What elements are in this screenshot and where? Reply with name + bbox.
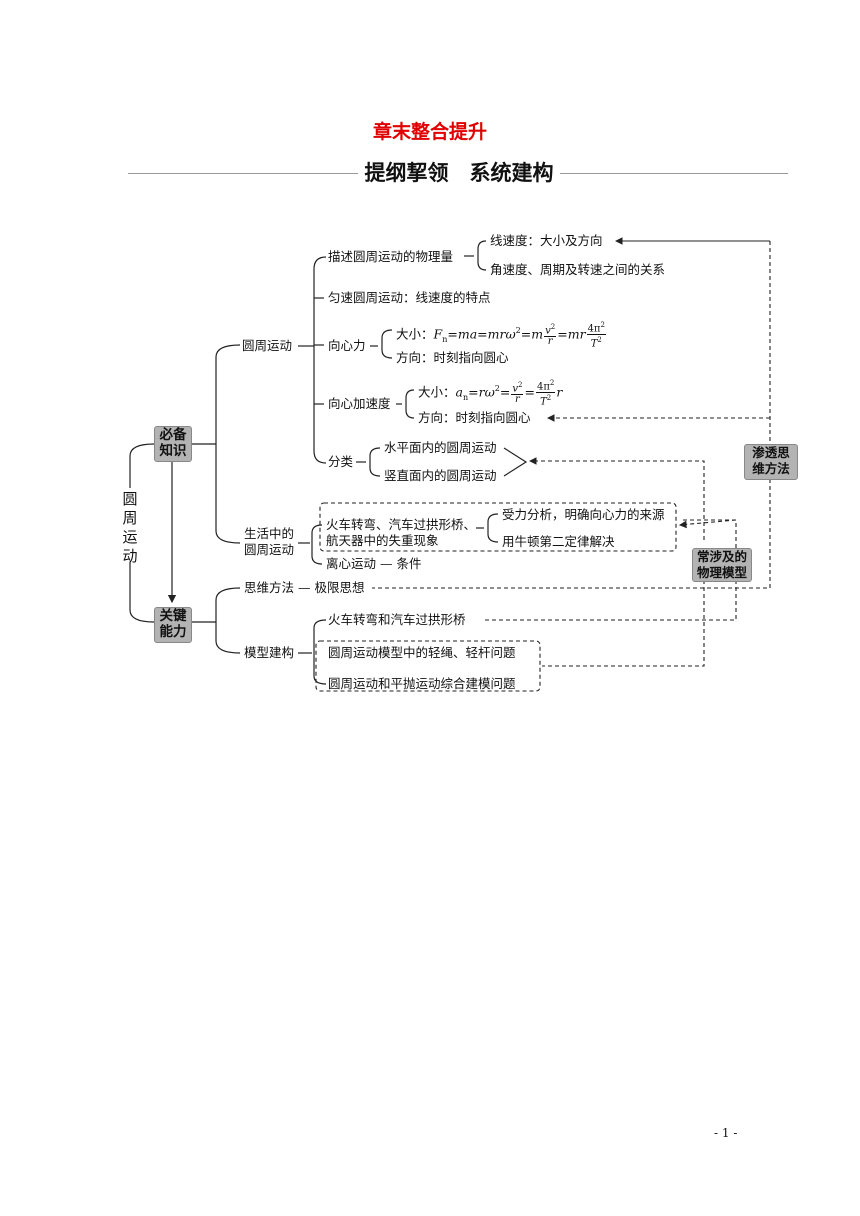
node-newton-second: 用牛顿第二定律解决 (502, 534, 615, 549)
node-uniform-circular: 匀速圆周运动：线速度的特点 (328, 290, 491, 305)
section-title: 提纲挈领 系统建构 (364, 160, 554, 185)
node-horizontal-plane: 水平面内的圆周运动 (384, 440, 497, 455)
node-angular-velocity: 角速度、周期及转速之间的关系 (490, 262, 666, 277)
side-box-thinking-methods: 渗透思维方法 (744, 444, 798, 480)
node-train-turn: 火车转弯、汽车过拱形桥、 (326, 517, 477, 532)
node-centrifugal: 离心运动 — 条件 (326, 556, 422, 571)
node-centripetal-accel: 向心加速度 (328, 396, 391, 411)
node-thinking-method: 思维方法 — 极限思想 (244, 580, 365, 595)
node-life-circular: 生活中的圆周运动 (244, 526, 295, 557)
title-rule-right (560, 173, 788, 174)
page-number: - 1 - (714, 1126, 738, 1140)
node-force-analysis: 受力分析，明确向心力的来源 (502, 507, 665, 522)
node-rope-rod: 圆周运动模型中的轻绳、轻杆问题 (328, 645, 516, 660)
node-train-bridge: 火车转弯和汽车过拱形桥 (328, 612, 466, 627)
node-cf-direction: 方向：时刻指向圆心 (396, 350, 509, 365)
branch-key-ability: 关键能力 (154, 607, 192, 643)
node-describe-quantities: 描述圆周运动的物理量 (328, 249, 454, 264)
branch-essential-knowledge: 必备知识 (154, 426, 192, 462)
side-box-physical-models: 常涉及的物理模型 (692, 548, 752, 582)
node-ca-direction: 方向：时刻指向圆心 (418, 410, 531, 425)
root-topic: 圆周运动 (122, 490, 138, 565)
node-circular-motion: 圆周运动 (242, 338, 293, 353)
node-spacecraft: 航天器中的失重现象 (326, 533, 439, 548)
node-model-building: 模型建构 (244, 645, 295, 660)
node-classification: 分类 (328, 454, 354, 469)
title-rule-left (128, 173, 358, 174)
node-linear-velocity: 线速度：大小及方向 (490, 233, 603, 248)
node-combined: 圆周运动和平抛运动综合建模问题 (328, 676, 516, 691)
chapter-title: 章末整合提升 (372, 121, 487, 143)
node-centripetal-force: 向心力 (328, 338, 366, 353)
node-vertical-plane: 竖直面内的圆周运动 (384, 468, 497, 483)
